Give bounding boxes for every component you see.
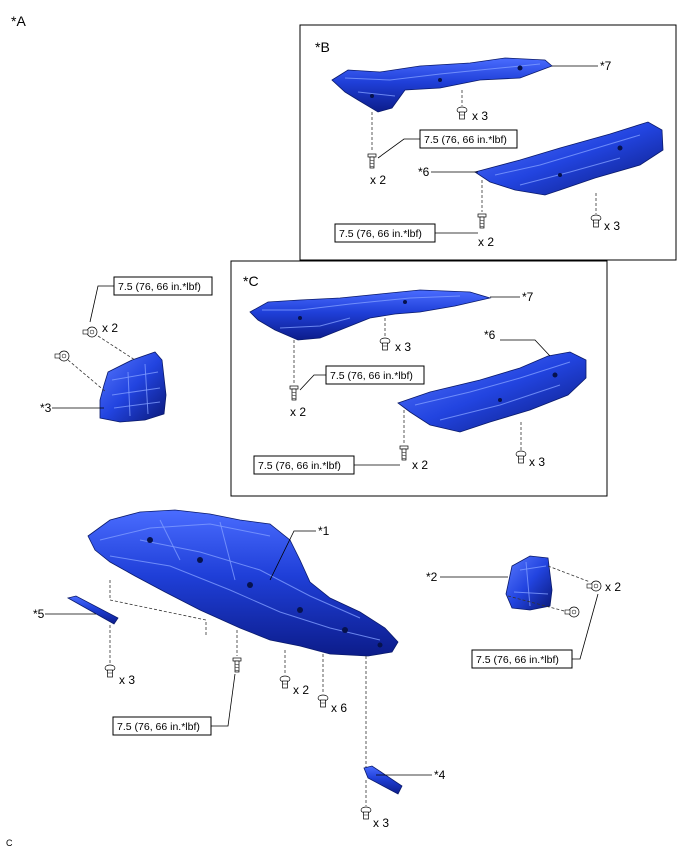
clip-main-5: [104, 664, 116, 678]
qty-c-clip-right: x 3: [529, 455, 545, 469]
bolt-3-top: [82, 326, 98, 338]
qty-b-bolt-left: x 2: [370, 173, 386, 187]
cover-strip-4: [363, 765, 403, 795]
bolt-main: [232, 657, 242, 673]
qty-main-clip-mid: x 2: [293, 683, 309, 697]
callout-2: *2: [426, 570, 438, 584]
torque-main: 7.5 (76, 66 in.*lbf): [117, 721, 200, 733]
figure-code: C: [6, 838, 13, 848]
torque-c-top: 7.5 (76, 66 in.*lbf): [330, 370, 413, 382]
callout-4: *4: [434, 768, 446, 782]
clip-3-side: [54, 350, 70, 362]
engine-under-cover-6-b: [474, 121, 664, 196]
callout-1: *1: [318, 524, 330, 538]
qty-c-bolt-left: x 2: [290, 405, 306, 419]
torque-b-bottom: 7.5 (76, 66 in.*lbf): [339, 228, 422, 240]
engine-under-cover-7-c: [249, 289, 492, 341]
torque-b-top: 7.5 (76, 66 in.*lbf): [424, 134, 507, 146]
callout-7-b: *7: [600, 59, 612, 73]
engine-under-cover-7-b: [331, 57, 553, 113]
cover-bracket-3: [99, 351, 167, 423]
engine-under-cover-6-c: [397, 351, 587, 433]
clip-main-mid: [279, 675, 291, 689]
qty-c-bolt-bottom: x 2: [412, 458, 428, 472]
cover-strip-5: [66, 595, 119, 625]
qty-b-clip-right: x 3: [604, 219, 620, 233]
engine-under-cover-1: [87, 509, 399, 657]
callout-3: *3: [40, 401, 52, 415]
callout-7-c: *7: [522, 290, 534, 304]
torque-2: 7.5 (76, 66 in.*lbf): [476, 654, 559, 666]
qty-4-clip: x 3: [373, 816, 389, 830]
qty-c-clip-top: x 3: [395, 340, 411, 354]
clip-4: [360, 806, 372, 820]
qty-main-clip-right: x 6: [331, 701, 347, 715]
qty-b-bolt-bottom: x 2: [478, 235, 494, 249]
view-label-b: *B: [315, 39, 330, 55]
cover-bracket-2: [505, 555, 553, 611]
qty-b-clip-top: x 3: [472, 109, 488, 123]
torque-3: 7.5 (76, 66 in.*lbf): [118, 281, 201, 293]
view-label-c: *C: [243, 273, 259, 289]
qty-main-clip-5: x 3: [119, 673, 135, 687]
callout-5: *5: [33, 607, 45, 621]
qty-2-bolt: x 2: [605, 580, 621, 594]
view-label-a: *A: [11, 13, 26, 29]
callout-6-c: *6: [484, 328, 496, 342]
qty-3-bolt: x 2: [102, 321, 118, 335]
bolt-2: [586, 580, 602, 592]
clip-2-side: [564, 606, 580, 618]
clip-main-right: [317, 694, 329, 708]
torque-c-bottom: 7.5 (76, 66 in.*lbf): [258, 460, 341, 472]
callout-6-b: *6: [418, 165, 430, 179]
